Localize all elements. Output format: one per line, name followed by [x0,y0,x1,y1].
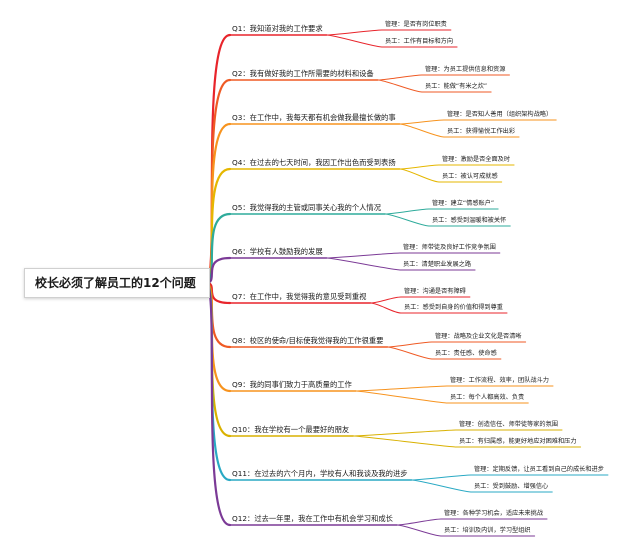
sub-branch-q4-employee [399,168,440,183]
question-q7[interactable]: Q7：在工作中，我觉得我的意见受到重视 [232,292,367,301]
question-q8[interactable]: Q8：校区的使命/目标使我觉得我的工作很重要 [232,336,384,345]
leaf-q8-management[interactable]: 管理：战略及企业文化是否清晰 [435,333,522,340]
leaf-q4-management[interactable]: 管理：激励是否全面及时 [442,156,511,163]
sub-branch-q6-employee [326,257,401,271]
question-q11[interactable]: Q11：在过去的六个月内，学校有人和我谈及我的进步 [232,469,408,478]
sub-branch-q3-employee [399,123,445,138]
leaf-q12-management[interactable]: 管理：各种学习机会，适应未来挑战 [444,510,543,517]
sub-branch-q4-management [399,164,440,170]
branch-q10 [204,281,232,438]
sub-branch-q8-management [386,341,433,348]
leaf-q4-employee[interactable]: 员工：被认可成就感 [442,173,498,180]
leaf-q1-management[interactable]: 管理：是否有岗位职责 [385,21,447,28]
leaf-q11-employee[interactable]: 员工：受到鼓励、增强信心 [474,483,549,490]
sub-branch-q10-management [352,429,457,437]
branch-q12 [204,281,232,527]
sub-branch-q2-employee [377,79,423,93]
sub-branch-q7-management [369,296,402,304]
question-q9[interactable]: Q9：我的同事们致力于高质量的工作 [232,380,352,389]
central-topic[interactable]: 校长必须了解员工的12个问题 [24,268,210,298]
question-q3[interactable]: Q3：在工作中，我每天都有机会做我最擅长做的事 [232,113,396,122]
sub-branch-q8-employee [386,346,433,360]
leaf-q11-management[interactable]: 管理：定期反馈，让员工看到自己的成长和进步 [474,466,604,473]
leaf-q10-management[interactable]: 管理：创造信任、师带徒等家的氛围 [459,421,558,428]
leaf-q5-employee[interactable]: 员工：感受到温暖和被关怀 [432,217,507,224]
sub-branch-q12-management [396,518,442,526]
leaf-q12-employee[interactable]: 员工：培训及内训，学习型组织 [444,527,531,534]
leaf-q7-management[interactable]: 管理：沟通是否有障碍 [404,288,466,295]
sub-branch-q11-management [411,474,472,481]
leaf-q10-employee[interactable]: 员工：有归属感，能更好地应对困难和压力 [459,438,577,445]
sub-branch-q1-employee [326,34,383,48]
leaf-q3-management[interactable]: 管理：是否知人善用（组织架构战略） [447,111,553,118]
sub-branch-q9-employee [355,390,448,404]
sub-branch-q10-employee [352,435,457,448]
leaf-q2-employee[interactable]: 员工：能做“有米之炊” [425,83,488,90]
sub-branch-q11-employee [411,479,472,493]
question-q10[interactable]: Q10：我在学校有一个最要好的朋友 [232,425,350,434]
question-q1[interactable]: Q1：我知道对我的工作要求 [232,24,323,33]
question-q12[interactable]: Q12：过去一年里，我在工作中有机会学习和成长 [232,514,393,523]
leaf-q1-employee[interactable]: 员工：工作有目标和方向 [385,38,454,45]
leaf-q6-employee[interactable]: 员工：清楚职业发展之路 [403,261,472,268]
sub-branch-q1-management [326,29,383,36]
sub-branch-q5-employee [384,213,430,227]
sub-branch-q6-management [326,252,401,259]
branch-q1 [204,33,232,285]
question-q5[interactable]: Q5：我觉得我的主管或同事关心我的个人情况 [232,203,382,212]
sub-branch-q12-employee [396,524,442,537]
leaf-q5-management[interactable]: 管理：建立“情感账户” [432,200,495,207]
leaf-q2-management[interactable]: 管理：为员工提供信息和资源 [425,66,506,73]
leaf-q6-management[interactable]: 管理：师带徒及良好工作竞争氛围 [403,244,496,251]
sub-branch-q2-management [377,74,423,81]
leaf-q9-employee[interactable]: 员工：每个人都高效、负责 [450,394,525,401]
leaf-q8-employee[interactable]: 员工：责任感、使命感 [435,350,497,357]
leaf-q9-management[interactable]: 管理：工作流程、效率，团队战斗力 [450,377,549,384]
question-q6[interactable]: Q6：学校有人鼓励我的发展 [232,247,323,256]
sub-branch-q5-management [384,208,430,215]
leaf-q3-employee[interactable]: 员工：获得愉悦工作出彩 [447,128,516,135]
sub-branch-q7-employee [369,302,402,314]
question-q4[interactable]: Q4：在过去的七天时间，我因工作出色而受到表扬 [232,158,396,167]
question-q2[interactable]: Q2：我有做好我的工作所需要的材料和设备 [232,69,374,78]
sub-branch-q3-management [399,119,445,125]
leaf-q7-employee[interactable]: 员工：感受到自身的价值和得到尊重 [404,304,503,311]
sub-branch-q9-management [355,385,448,392]
